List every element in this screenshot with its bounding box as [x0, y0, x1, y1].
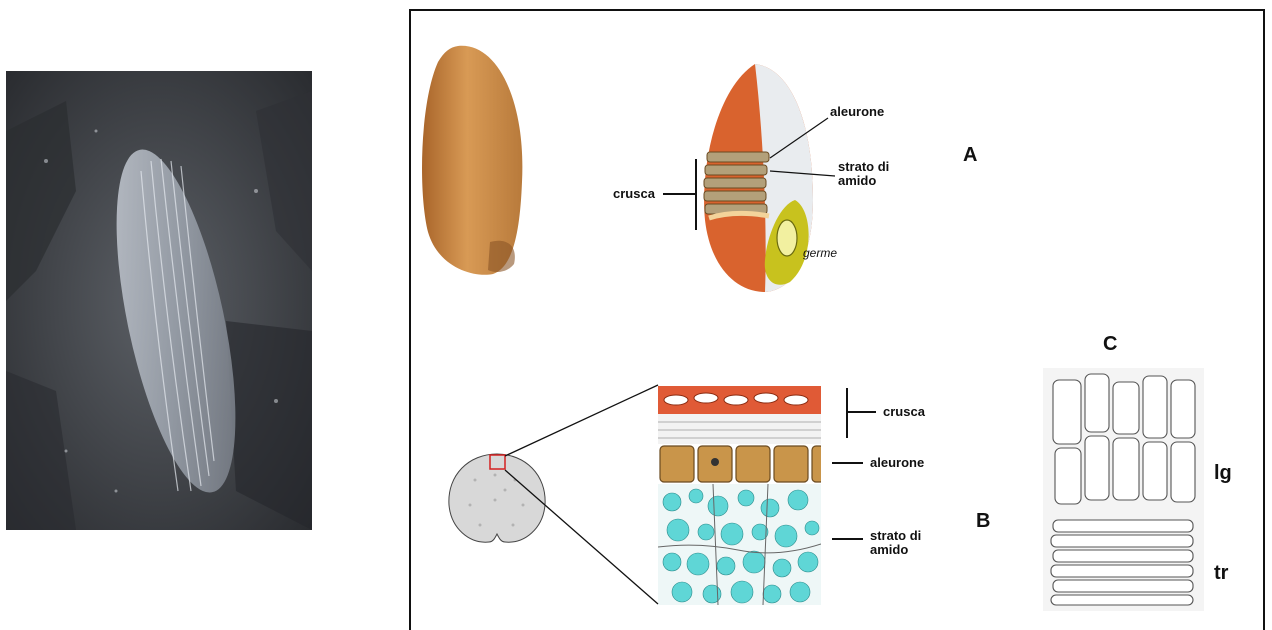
- label-aleurone-b: aleurone: [870, 456, 924, 470]
- label-strato-amido-b: strato di amido: [870, 529, 921, 556]
- label-tr: tr: [1214, 562, 1228, 585]
- cell-layer-drawing: [1043, 368, 1204, 611]
- label-crusca-b: crusca: [883, 405, 925, 419]
- panel-letter-b: B: [976, 510, 990, 533]
- panel-letter-c: C: [1103, 333, 1117, 356]
- label-lg: lg: [1214, 462, 1232, 485]
